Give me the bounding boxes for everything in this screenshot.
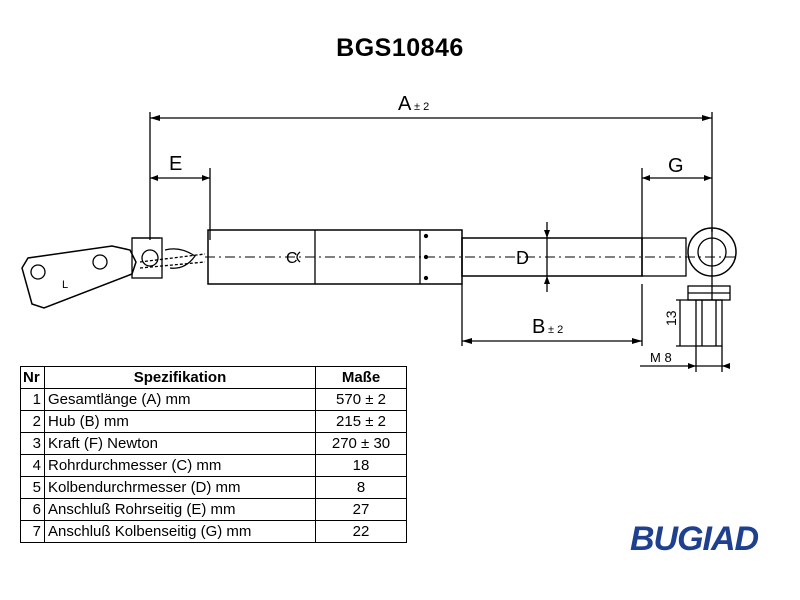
dim-label-g: G	[668, 155, 684, 177]
row-nr: 6	[20, 498, 45, 521]
dim-label-thread-length: 13	[663, 310, 679, 326]
row-value: 27	[315, 498, 407, 521]
row-spec: Kolbendurchrmesser (D) mm	[44, 476, 316, 499]
row-spec: Anschluß Kolbenseitig (G) mm	[44, 520, 316, 543]
header-spec: Spezifikation	[44, 366, 316, 389]
row-spec: Rohrdurchmesser (C) mm	[44, 454, 316, 477]
header-nr: Nr	[20, 366, 45, 389]
table-row: 4 Rohrdurchmesser (C) mm 18	[20, 454, 407, 477]
part-number-title: BGS10846	[336, 34, 464, 62]
row-spec: Anschluß Rohrseitig (E) mm	[44, 498, 316, 521]
table-header-row: Nr Spezifikation Maße	[20, 366, 407, 389]
row-nr: 1	[20, 388, 45, 411]
bracket-mark: L	[62, 279, 68, 291]
a-arrow-left	[150, 115, 160, 121]
row-spec: Gesamtlänge (A) mm	[44, 388, 316, 411]
dim-tol-a: ± 2	[414, 101, 429, 113]
dim-tol-b: ± 2	[548, 324, 563, 336]
logo-text: BUGIAD	[630, 520, 759, 558]
table-row: 3 Kraft (F) Newton 270 ± 30	[20, 432, 407, 455]
row-value: 270 ± 30	[315, 432, 407, 455]
c-marker	[296, 251, 301, 263]
row-value: 215 ± 2	[315, 410, 407, 433]
table-row: 2 Hub (B) mm 215 ± 2	[20, 410, 407, 433]
row-nr: 2	[20, 410, 45, 433]
row-value: 570 ± 2	[315, 388, 407, 411]
row-nr: 5	[20, 476, 45, 499]
row-spec: Hub (B) mm	[44, 410, 316, 433]
specification-table: Nr Spezifikation Maße 1 Gesamtlänge (A) …	[20, 366, 407, 543]
row-nr: 7	[20, 520, 45, 543]
row-nr: 3	[20, 432, 45, 455]
dim-label-e: E	[169, 153, 182, 175]
row-nr: 4	[20, 454, 45, 477]
table-row: 1 Gesamtlänge (A) mm 570 ± 2	[20, 388, 407, 411]
a-arrow-right	[702, 115, 712, 121]
row-value: 8	[315, 476, 407, 499]
mounting-bracket	[21, 245, 137, 309]
dim-label-thread-size: M 8	[650, 350, 672, 365]
dim-label-b: B	[532, 316, 545, 338]
dim-label-a: A	[398, 93, 412, 115]
table-row: 7 Anschluß Kolbenseitig (G) mm 22	[20, 520, 407, 543]
dim-label-c: C	[286, 250, 298, 267]
row-value: 22	[315, 520, 407, 543]
table-row: 6 Anschluß Rohrseitig (E) mm 27	[20, 498, 407, 521]
header-value: Maße	[315, 366, 407, 389]
table-row: 5 Kolbendurchrmesser (D) mm 8	[20, 476, 407, 499]
bugiad-logo: BUGIAD	[630, 518, 780, 566]
dim-label-d: D	[516, 248, 529, 268]
row-spec: Kraft (F) Newton	[44, 432, 316, 455]
row-value: 18	[315, 454, 407, 477]
